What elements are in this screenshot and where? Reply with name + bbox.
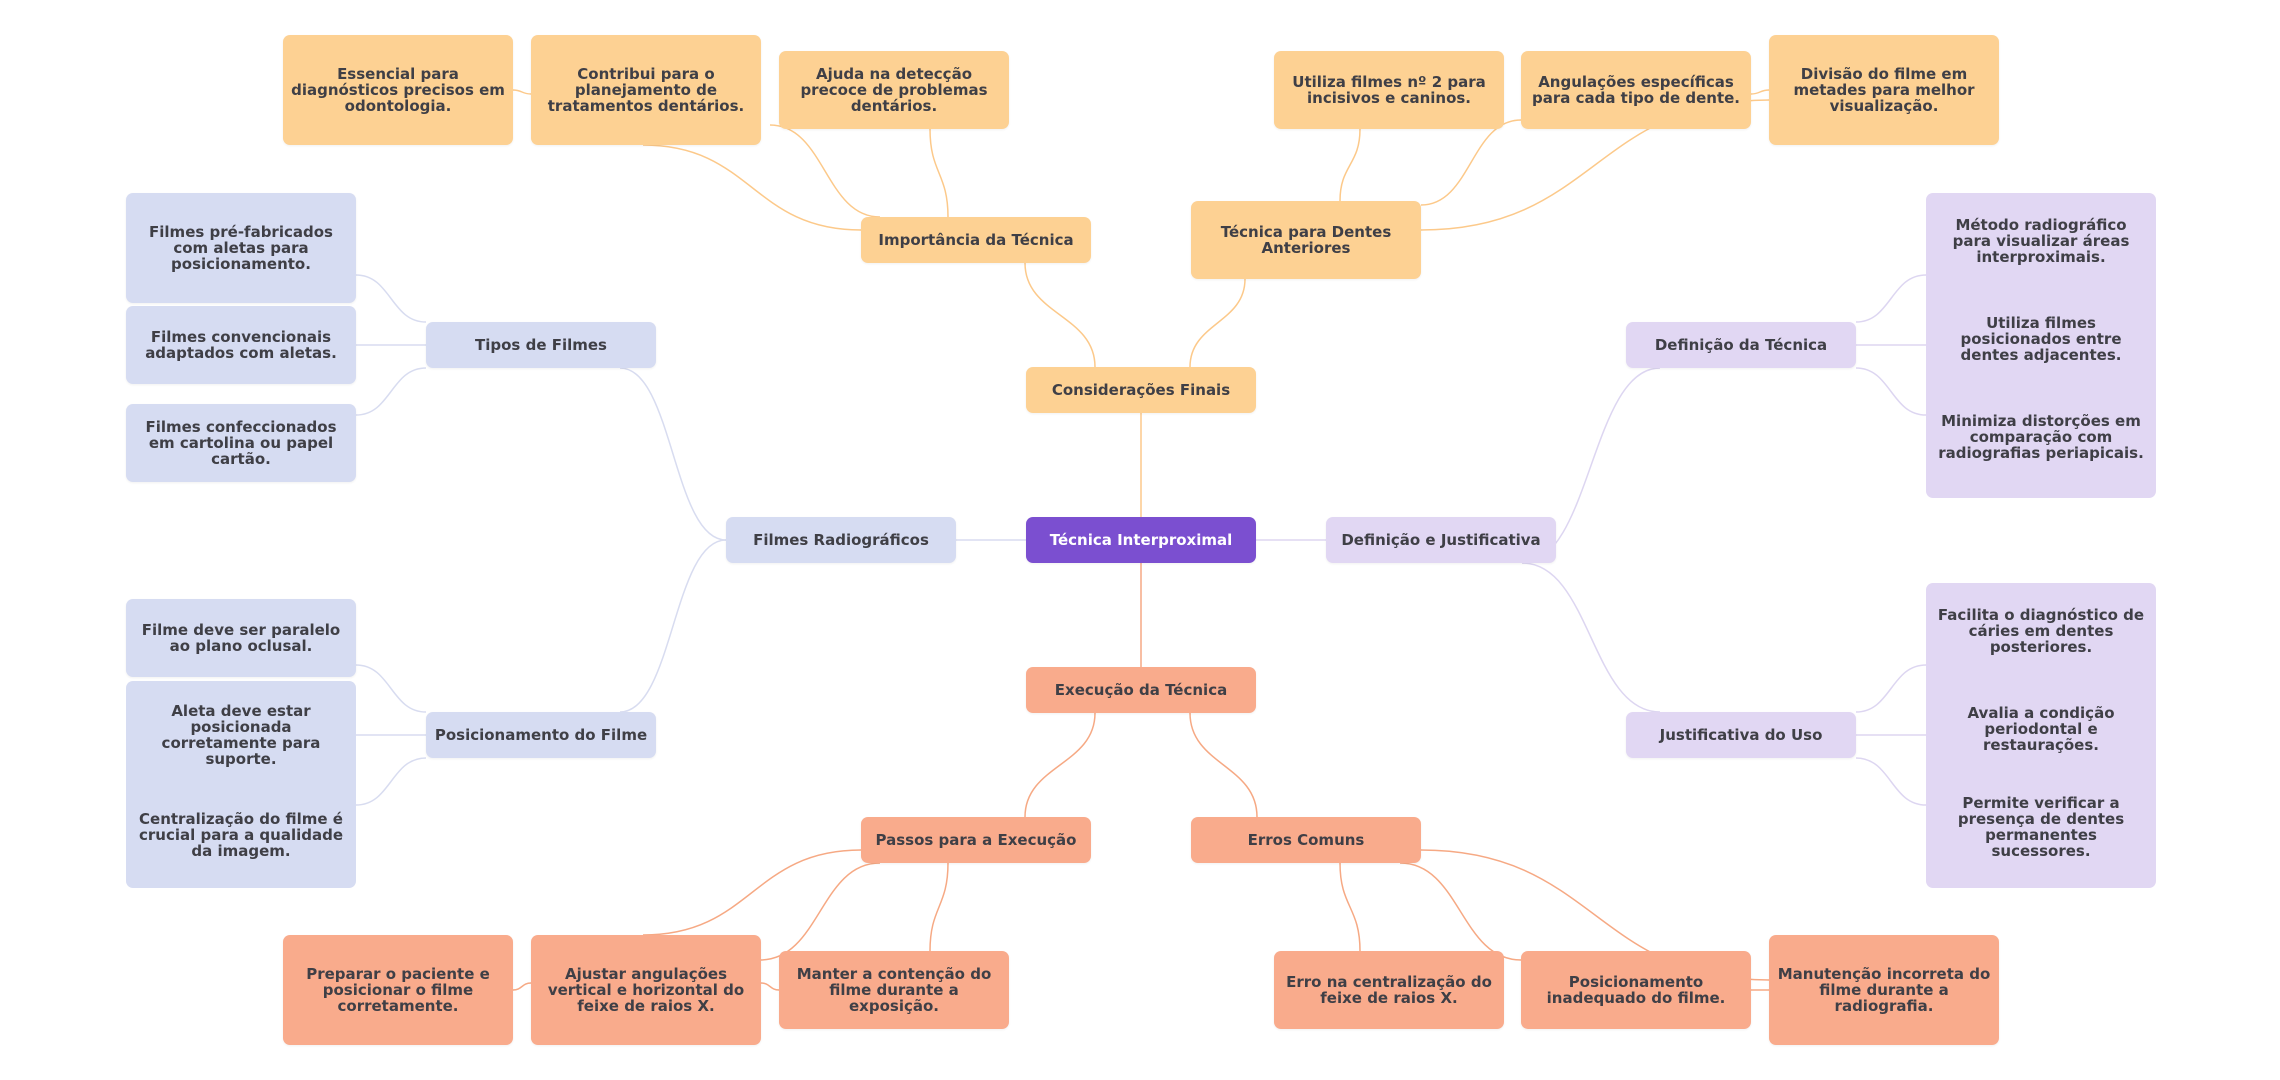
connector-definicao-leaf3 bbox=[1855, 367, 1927, 416]
leaf-posicionamento-1[interactable]: Filme deve ser paralelo ao plano oclusal… bbox=[126, 599, 356, 677]
leaf-group-definicao: Método radiográfico para visualizar área… bbox=[1926, 193, 2156, 498]
connector-anteriores-leaf2 bbox=[1420, 119, 1522, 206]
connector-leaf-join-bottom-2 bbox=[760, 982, 780, 991]
leaf-justificativa-2[interactable]: Avalia a condição periodontal e restaura… bbox=[1967, 704, 2115, 754]
leaf-erros-2[interactable]: Posicionamento inadequado do filme. bbox=[1521, 951, 1751, 1029]
leaf-passos-2[interactable]: Ajustar angulações vertical e horizontal… bbox=[531, 935, 761, 1045]
subbranch-passos-execucao[interactable]: Passos para a Execução bbox=[861, 817, 1091, 863]
branch-filmes-radiograficos[interactable]: Filmes Radiográficos bbox=[726, 517, 956, 563]
connector-passos-leaf3 bbox=[929, 862, 949, 952]
leaf-group-posicionamento: Aleta deve estar posicionada corretament… bbox=[126, 681, 356, 888]
connector-posicionamento-leaf1 bbox=[355, 664, 427, 713]
connector-leaf-join-top-2 bbox=[1750, 89, 1770, 95]
branch-consideracoes-finais[interactable]: Considerações Finais bbox=[1026, 367, 1256, 413]
branch-definicao-justificativa[interactable]: Definição e Justificativa bbox=[1326, 517, 1556, 563]
leaf-tipos-1[interactable]: Filmes pré-fabricados com aletas para po… bbox=[126, 193, 356, 303]
connector-execucao-passos bbox=[1024, 712, 1096, 818]
connector-tipos-leaf1 bbox=[355, 274, 427, 323]
connector-importancia-leaf3 bbox=[929, 128, 949, 218]
connector-passos-leaf1 bbox=[642, 849, 862, 936]
connector-justificativa-leaf3 bbox=[1855, 757, 1927, 806]
connector-justificativa-leaf1 bbox=[1855, 664, 1927, 713]
subbranch-importancia-tecnica[interactable]: Importância da Técnica bbox=[861, 217, 1091, 263]
leaf-posicionamento-3[interactable]: Centralização do filme é crucial para a … bbox=[138, 810, 344, 860]
connector-erros-leaf1 bbox=[1339, 862, 1361, 952]
leaf-tipos-3[interactable]: Filmes confeccionados em cartolina ou pa… bbox=[126, 404, 356, 482]
leaf-passos-1[interactable]: Preparar o paciente e posicionar o filme… bbox=[283, 935, 513, 1045]
connector-leaf-join-bottom bbox=[512, 982, 532, 991]
leaf-importancia-3[interactable]: Ajuda na detecção precoce de problemas d… bbox=[779, 51, 1009, 129]
subbranch-justificativa-uso[interactable]: Justificativa do Uso bbox=[1626, 712, 1856, 758]
branch-execucao-tecnica[interactable]: Execução da Técnica bbox=[1026, 667, 1256, 713]
leaf-erros-3[interactable]: Manutenção incorreta do filme durante a … bbox=[1769, 935, 1999, 1045]
leaf-importancia-2[interactable]: Contribui para o planejamento de tratame… bbox=[531, 35, 761, 145]
root-node[interactable]: Técnica Interproximal bbox=[1026, 517, 1256, 563]
leaf-tipos-2[interactable]: Filmes convencionais adaptados com aleta… bbox=[126, 306, 356, 384]
leaf-passos-3[interactable]: Manter a contenção do filme durante a ex… bbox=[779, 951, 1009, 1029]
connector-filmes-posicionamento bbox=[619, 539, 727, 713]
leaf-erros-1[interactable]: Erro na centralização do feixe de raios … bbox=[1274, 951, 1504, 1029]
connector-dj-justificativa bbox=[1521, 562, 1661, 713]
connector-anteriores-leaf1 bbox=[1339, 128, 1361, 202]
subbranch-erros-comuns[interactable]: Erros Comuns bbox=[1191, 817, 1421, 863]
connector-leaf-join-top bbox=[512, 89, 532, 95]
leaf-posicionamento-2[interactable]: Aleta deve estar posicionada corretament… bbox=[161, 702, 321, 768]
connector-tipos-leaf3 bbox=[355, 367, 427, 416]
subbranch-tipos-filmes[interactable]: Tipos de Filmes bbox=[426, 322, 656, 368]
leaf-group-justificativa: Facilita o diagnóstico de cáries em dent… bbox=[1926, 583, 2156, 888]
leaf-definicao-3[interactable]: Minimiza distorções em comparação com ra… bbox=[1938, 412, 2144, 462]
leaf-anteriores-3[interactable]: Divisão do filme em metades para melhor … bbox=[1769, 35, 1999, 145]
connector-execucao-erros bbox=[1189, 712, 1258, 818]
connector-consideracoes-anteriores bbox=[1189, 278, 1246, 368]
connector-definicao-leaf1 bbox=[1855, 274, 1927, 323]
subbranch-posicionamento-filme[interactable]: Posicionamento do Filme bbox=[426, 712, 656, 758]
connector-importancia-leaf1 bbox=[642, 144, 862, 231]
connector-consideracoes-importancia bbox=[1024, 262, 1096, 368]
leaf-definicao-2[interactable]: Utiliza filmes posicionados entre dentes… bbox=[1960, 314, 2122, 364]
subbranch-tecnica-dentes-anteriores[interactable]: Técnica para Dentes Anteriores bbox=[1191, 201, 1421, 279]
subbranch-definicao-tecnica[interactable]: Definição da Técnica bbox=[1626, 322, 1856, 368]
leaf-justificativa-3[interactable]: Permite verificar a presença de dentes p… bbox=[1957, 794, 2125, 860]
connector-erros-leaf2 bbox=[1399, 862, 1522, 961]
leaf-importancia-1[interactable]: Essencial para diagnósticos precisos em … bbox=[283, 35, 513, 145]
connector-importancia-leaf2 bbox=[769, 124, 881, 218]
connector-posicionamento-leaf3 bbox=[355, 757, 427, 806]
connector-passos-leaf2 bbox=[759, 862, 881, 961]
connector-filmes-tipos bbox=[619, 367, 727, 541]
leaf-anteriores-1[interactable]: Utiliza filmes nº 2 para incisivos e can… bbox=[1274, 51, 1504, 129]
leaf-definicao-1[interactable]: Método radiográfico para visualizar área… bbox=[1952, 216, 2130, 266]
leaf-justificativa-1[interactable]: Facilita o diagnóstico de cáries em dent… bbox=[1937, 606, 2145, 656]
leaf-anteriores-2[interactable]: Angulações específicas para cada tipo de… bbox=[1521, 51, 1751, 129]
